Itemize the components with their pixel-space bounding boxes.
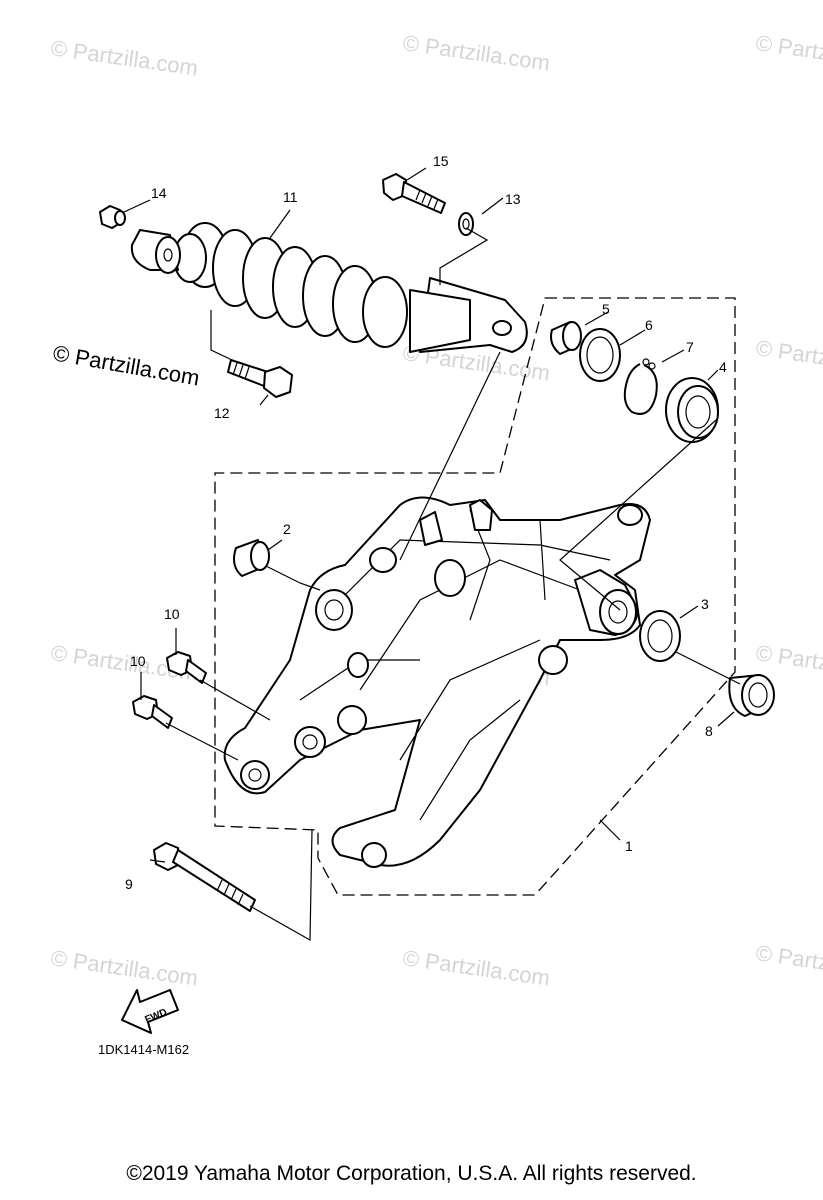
watermark: © Partzilla.com [754,335,823,380]
callout-10-lower: 10 [130,653,146,669]
callout-labels: 1 2 3 4 5 6 7 8 9 10 10 11 12 13 14 15 [125,153,727,892]
callout-8: 8 [705,723,713,739]
collar-2 [233,539,270,577]
assembly-outline [214,297,736,896]
callout-14: 14 [151,185,167,201]
nut-14 [99,205,126,229]
shock-collar [130,229,181,274]
parts-diagram: © Partzilla.com © Partzilla.com © Partzi… [49,30,823,1057]
watermark: © Partzilla.com [401,30,551,75]
callout-2: 2 [283,521,291,537]
copyright-notice: ©2019 Yamaha Motor Corporation, U.S.A. A… [126,1162,697,1185]
bearing-4 [665,377,719,443]
watermark: © Partzilla.com [49,35,199,80]
forward-arrow: FWD [121,989,179,1034]
callout-13: 13 [505,191,521,207]
washer-13 [458,212,474,236]
callout-15: 15 [433,153,449,169]
leader-lines [123,167,741,942]
callout-4: 4 [719,359,727,375]
callout-10-upper: 10 [164,606,180,622]
circlip-7 [623,363,658,415]
callout-3: 3 [701,596,709,612]
cap-8 [728,674,775,717]
swingarm [223,496,651,868]
bolt-10-lower [132,695,173,729]
watermark: © Partzilla.com [754,30,823,75]
collar-5 [550,321,582,355]
watermark: © Partzilla.com [754,940,823,985]
bolt-12 [227,359,293,398]
callout-9: 9 [125,876,133,892]
watermark-dark: © Partzilla.com [51,340,201,390]
callout-12: 12 [214,405,230,421]
callout-7: 7 [686,339,694,355]
bolt-15 [382,173,446,214]
callout-1: 1 [625,838,633,854]
drawing-code: 1DK1414-M162 [98,1042,189,1057]
callout-11: 11 [283,189,298,205]
bolt-10-upper [166,651,207,684]
shock-absorber [173,222,528,353]
oil-seal-3 [639,610,681,662]
pivot-bolt-9 [153,842,256,912]
oil-seal-6 [579,328,621,382]
watermark: © Partzilla.com [401,945,551,990]
callout-6: 6 [645,317,653,333]
callout-5: 5 [602,301,610,317]
watermark: © Partzilla.com [49,945,199,990]
